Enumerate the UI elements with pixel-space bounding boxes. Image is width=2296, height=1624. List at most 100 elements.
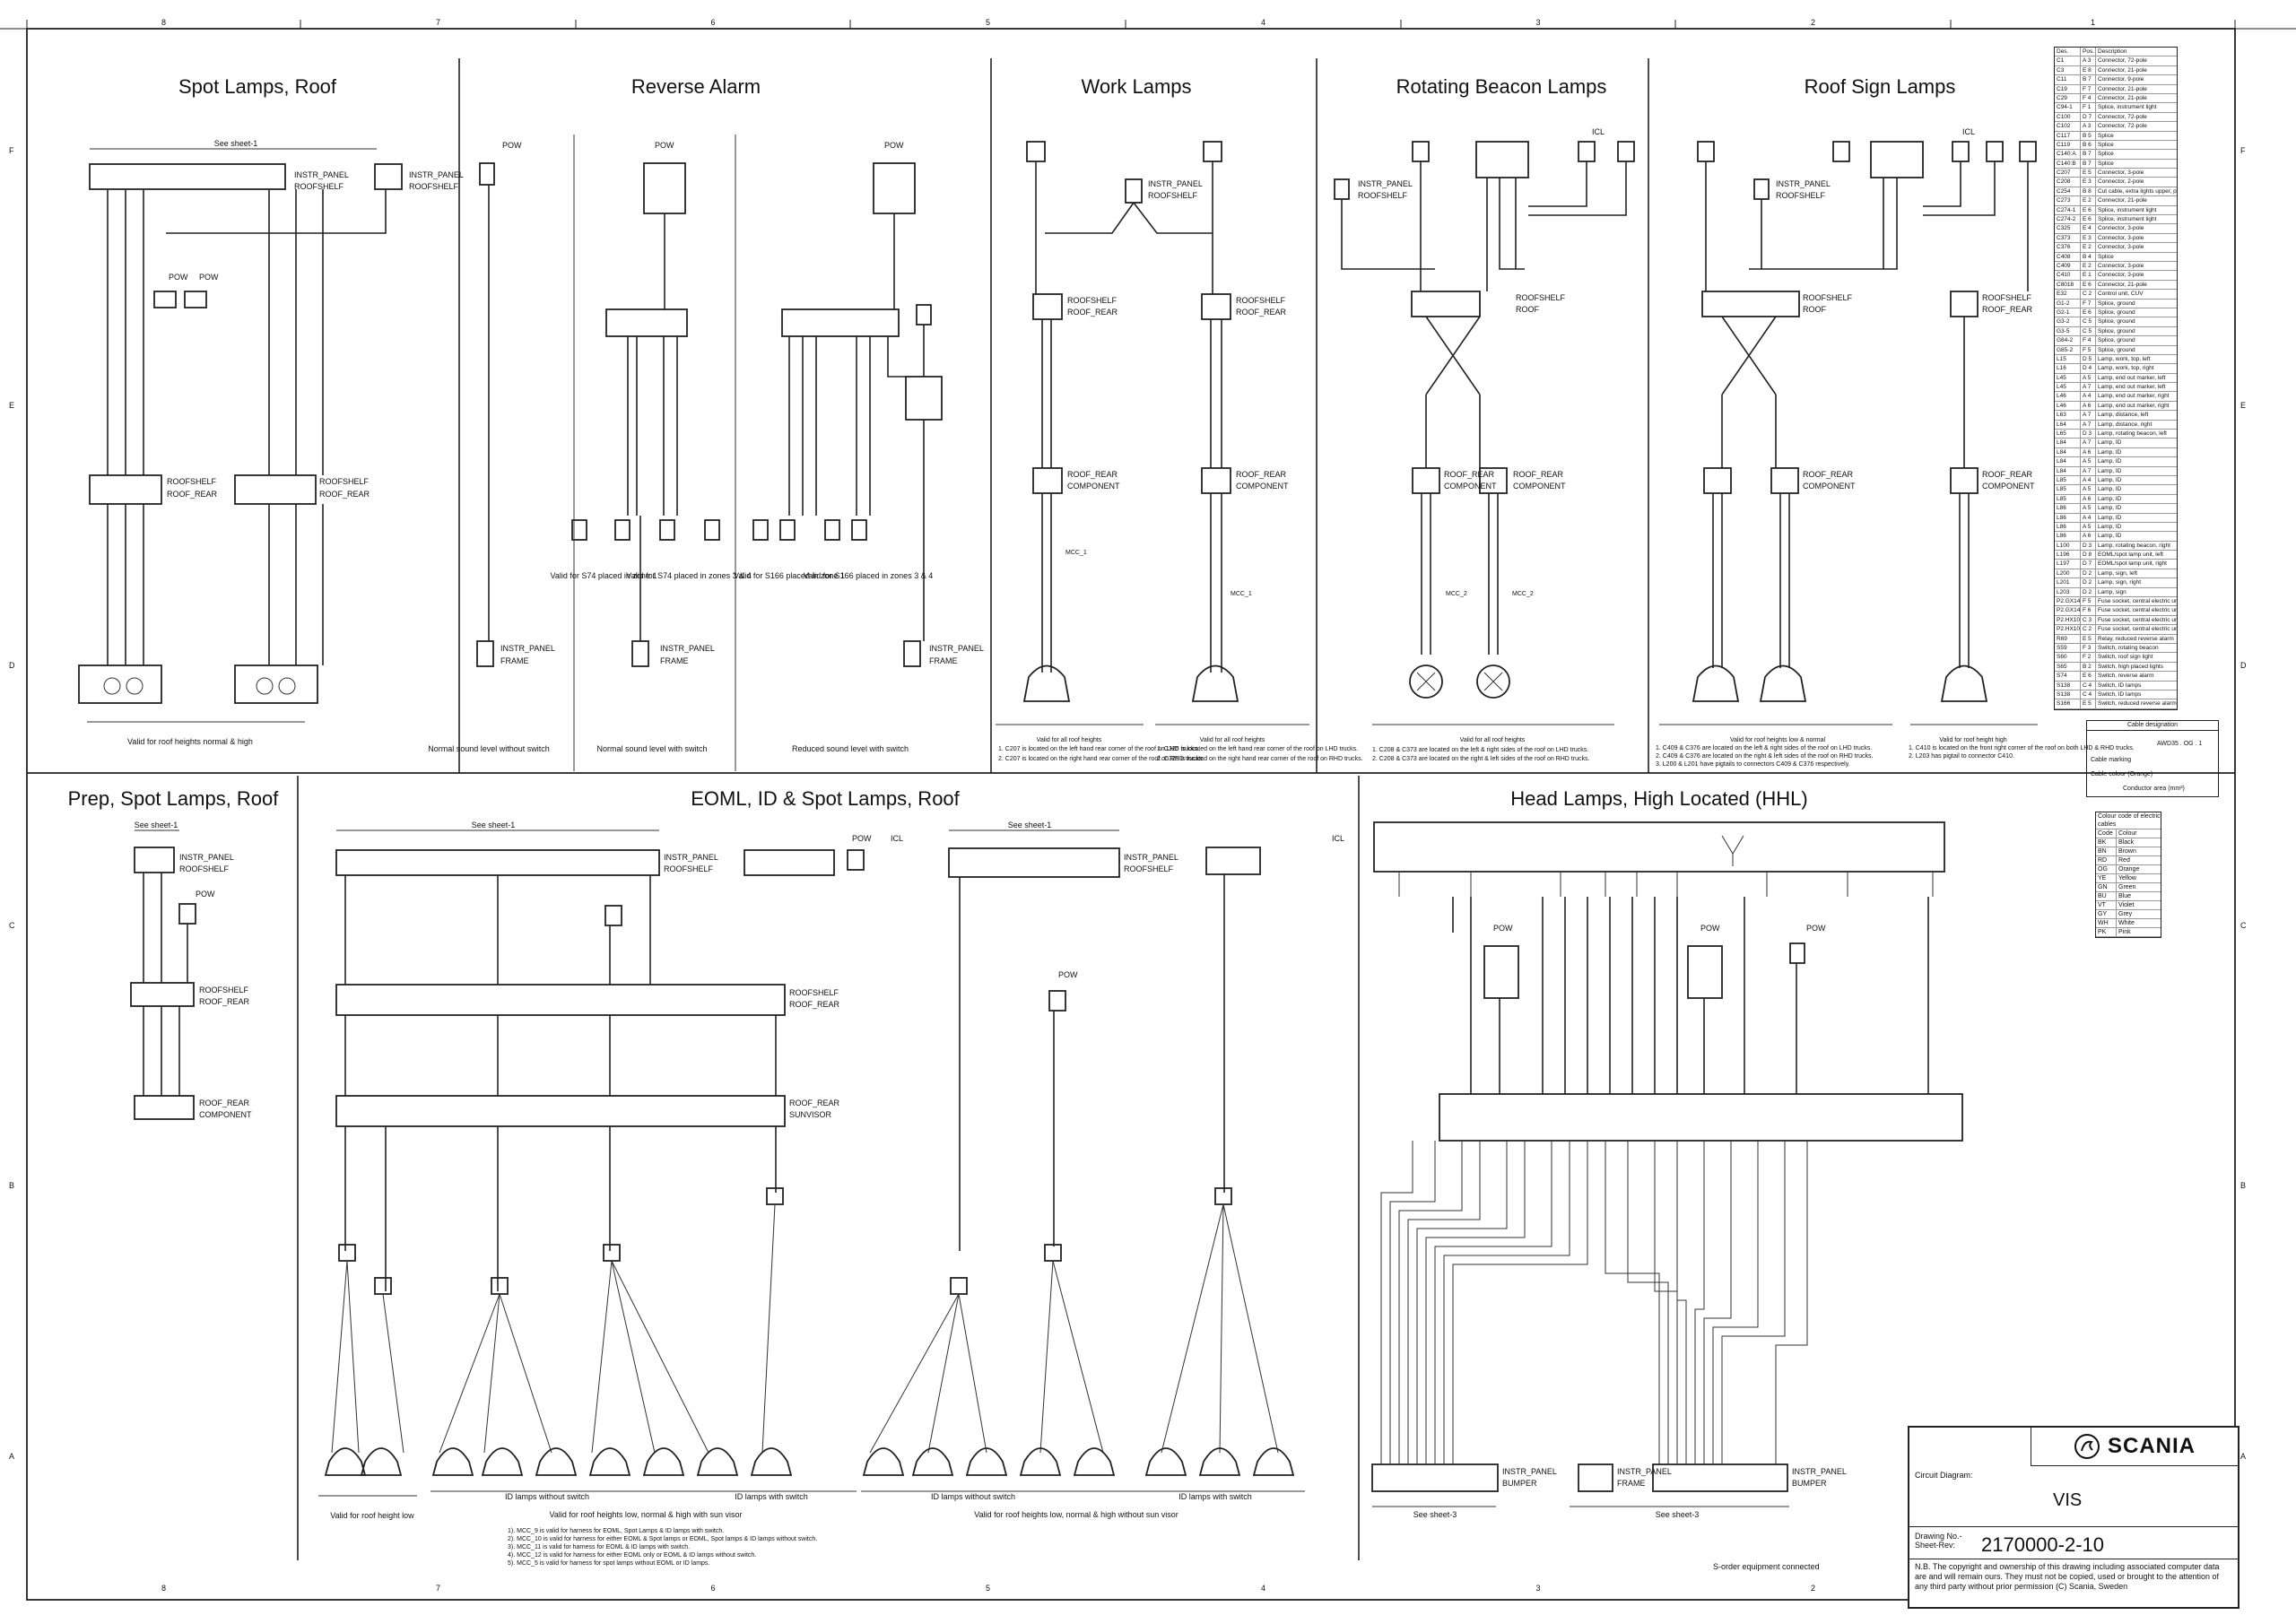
- sheet-frame: [26, 28, 2236, 1601]
- svg-text:Valid for all roof heights: Valid for all roof heights: [1460, 737, 1526, 743]
- svg-text:INSTR_PANEL: INSTR_PANEL: [500, 644, 555, 653]
- row-letter: C: [9, 921, 15, 930]
- svg-text:ROOFSHELF: ROOFSHELF: [409, 182, 459, 191]
- svg-text:ROOFSHELF: ROOFSHELF: [199, 986, 249, 994]
- svg-text:ROOF_REAR: ROOF_REAR: [1982, 470, 2033, 479]
- svg-text:ROOF_REAR: ROOF_REAR: [199, 997, 250, 1006]
- svg-text:ROOF_REAR: ROOF_REAR: [1236, 308, 1287, 317]
- svg-text:ROOFSHELF: ROOFSHELF: [167, 477, 217, 486]
- lamp-symbol: [965, 1447, 1008, 1476]
- svg-text:ROOFSHELF: ROOFSHELF: [1776, 191, 1826, 200]
- lamp-symbol: [750, 1447, 793, 1476]
- column-number: 2: [1811, 18, 1815, 27]
- svg-text:POW: POW: [1493, 924, 1513, 933]
- svg-text:COMPONENT: COMPONENT: [1236, 482, 1289, 491]
- svg-text:ROOF_REAR: ROOF_REAR: [199, 1099, 250, 1107]
- svg-text:ROOF_REAR: ROOF_REAR: [319, 490, 370, 499]
- svg-text:ROOFSHELF: ROOFSHELF: [664, 864, 714, 873]
- svg-text:4). MCC_12 is valid for harnes: 4). MCC_12 is valid for harness for eith…: [508, 1552, 756, 1559]
- column-number: 3: [1535, 18, 1540, 27]
- svg-text:COMPONENT: COMPONENT: [1982, 482, 2035, 491]
- lamp-symbol: [1144, 1447, 1187, 1476]
- svg-text:ROOF_REAR: ROOF_REAR: [167, 490, 218, 499]
- svg-text:ID lamps with switch: ID lamps with switch: [735, 1492, 808, 1501]
- work-lamps-circuit: INSTR_PANEL ROOFSHELF ROOFSHELF ROOF_REA…: [996, 141, 1363, 762]
- svg-text:Normal sound level with switch: Normal sound level with switch: [596, 744, 707, 753]
- svg-text:ICL: ICL: [1332, 834, 1344, 843]
- column-number: 7: [436, 18, 440, 27]
- svg-text:ROOF: ROOF: [1516, 305, 1540, 314]
- svg-text:ROOFSHELF: ROOFSHELF: [319, 477, 370, 486]
- svg-text:ROOF_REAR: ROOF_REAR: [1982, 305, 2033, 314]
- svg-text:ROOFSHELF: ROOFSHELF: [789, 988, 839, 997]
- lamp-symbol: [324, 1447, 367, 1476]
- copyright-notice: N.B. The copyright and ownership of this…: [1915, 1562, 2220, 1591]
- lamp-symbol: [360, 1447, 403, 1476]
- svg-text:ROOFSHELF: ROOFSHELF: [1124, 864, 1174, 873]
- svg-text:MCC_2: MCC_2: [1512, 591, 1534, 597]
- svg-text:2. C409 & C376 are located on: 2. C409 & C376 are located on the right …: [1656, 753, 1873, 760]
- row-letter: F: [9, 146, 14, 155]
- svg-text:ROOFSHELF: ROOFSHELF: [1067, 296, 1118, 305]
- svg-text:POW: POW: [655, 141, 674, 150]
- svg-text:ROOF_REAR: ROOF_REAR: [789, 1099, 840, 1107]
- svg-text:INSTR_PANEL: INSTR_PANEL: [1358, 179, 1413, 188]
- section-title-head-lamps: Head Lamps, High Located (HHL): [1510, 787, 1807, 810]
- svg-text:Valid for roof height low: Valid for roof height low: [330, 1511, 414, 1520]
- svg-text:POW: POW: [196, 890, 215, 899]
- section-title-prep-spot: Prep, Spot Lamps, Roof: [68, 787, 280, 810]
- lamp-symbol: [642, 1447, 685, 1476]
- row-letter: E: [9, 401, 14, 410]
- svg-text:FRAME: FRAME: [929, 656, 958, 665]
- svg-text:ROOFSHELF: ROOFSHELF: [1148, 191, 1198, 200]
- svg-text:ICL: ICL: [891, 834, 903, 843]
- spot-lamps-roof-circuit: See sheet-1 INSTR_PANEL ROOFSHELF INSTR_…: [78, 139, 464, 746]
- svg-text:Valid for S74 placed in zone 1: Valid for S74 placed in zone 1: [551, 571, 657, 580]
- svg-text:MCC_1: MCC_1: [1231, 591, 1252, 597]
- legend-header: Des. Pos. Description: [2055, 48, 2177, 57]
- svg-text:See sheet-3: See sheet-3: [1413, 1510, 1457, 1519]
- svg-text:Reduced sound level with switc: Reduced sound level with switch: [792, 744, 909, 753]
- column-number: 6: [710, 1584, 715, 1593]
- drawing-label: Drawing No.- Sheet-Rev:: [1915, 1532, 1962, 1550]
- lamp-symbol: [1198, 1447, 1241, 1476]
- brand-name: SCANIA: [2107, 1434, 2196, 1458]
- section-title-spot-lamps-roof: Spot Lamps, Roof: [178, 75, 337, 98]
- svg-text:Valid for S74 placed in zones: Valid for S74 placed in zones 3 & 4: [626, 571, 751, 580]
- lamp-symbol: [1019, 1447, 1062, 1476]
- row-letter: D: [2240, 661, 2247, 670]
- circuit-value: VIS: [2053, 1490, 2083, 1510]
- harness-wire: [1407, 1141, 1481, 1464]
- svg-text:ROOF_REAR: ROOF_REAR: [1803, 470, 1854, 479]
- svg-text:INSTR_PANEL: INSTR_PANEL: [664, 853, 718, 862]
- svg-text:2. C208 & C373 are located on: 2. C208 & C373 are located on the right …: [1372, 756, 1589, 762]
- svg-text:ROOFSHELF: ROOFSHELF: [294, 182, 344, 191]
- svg-text:COMPONENT: COMPONENT: [1803, 482, 1856, 491]
- column-number: 3: [1535, 1584, 1540, 1593]
